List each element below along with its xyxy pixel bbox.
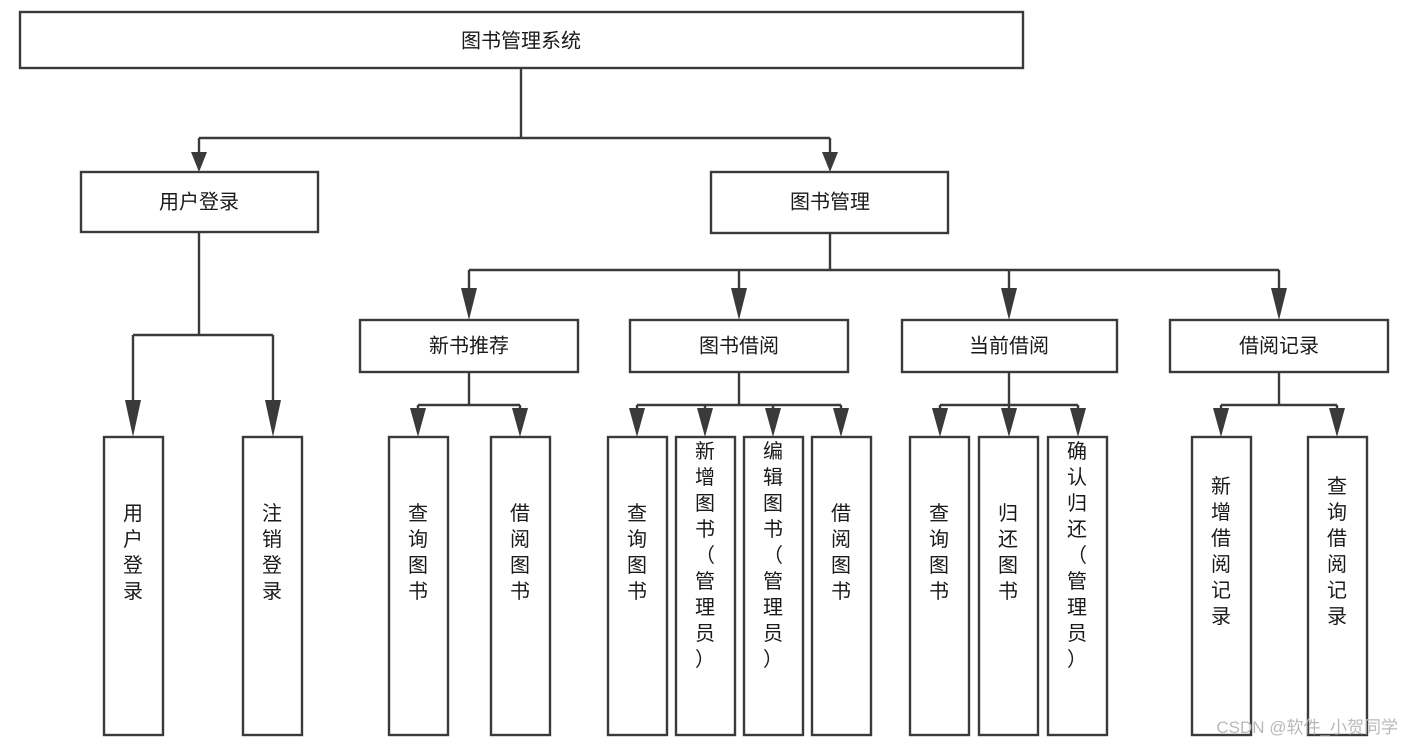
arrow-head-leaf-query-record	[1329, 408, 1345, 437]
node-leaf-add-record-box[interactable]	[1190, 435, 1253, 737]
arrow-head-leaf-confirm-return	[1070, 408, 1086, 437]
node-leaf-query-book-3-label: 查询图书	[929, 502, 949, 603]
node-book-borrow[interactable]: 图书借阅	[628, 318, 850, 374]
node-leaf-logout-login[interactable]: 注销登录	[241, 435, 304, 737]
node-leaf-borrow-book-2-label: 借阅图书	[831, 502, 851, 603]
node-leaf-add-book-label: 新增图书（管理员）	[695, 440, 715, 671]
arrow-head-leaf-add-record	[1213, 408, 1229, 437]
node-book-manage-box[interactable]	[709, 170, 950, 235]
node-leaf-add-book[interactable]: 新增图书（管理员）	[674, 435, 737, 737]
node-book-borrow-label: 图书借阅	[699, 334, 779, 357]
node-new-book-recommend[interactable]: 新书推荐	[358, 318, 580, 374]
connector-layer	[125, 68, 1345, 437]
node-leaf-query-book-2-label: 查询图书	[627, 502, 647, 603]
node-leaf-borrow-book-1-box[interactable]	[489, 435, 552, 737]
node-leaf-add-record[interactable]: 新增借阅记录	[1190, 435, 1253, 737]
node-leaf-add-book-box[interactable]	[674, 435, 737, 737]
arrow-head-leaf-logout-login	[265, 400, 281, 437]
arrow-head-leaf-query-book-2	[629, 408, 645, 437]
node-leaf-edit-book-box[interactable]	[742, 435, 805, 737]
node-user-login-box[interactable]	[79, 170, 320, 234]
node-root-label: 图书管理系统	[461, 29, 581, 52]
node-root[interactable]: 图书管理系统	[18, 10, 1025, 70]
node-leaf-borrow-book-2-box[interactable]	[810, 435, 873, 737]
arrow-head-leaf-edit-book	[765, 408, 781, 437]
node-leaf-query-book-3-box[interactable]	[908, 435, 971, 737]
node-leaf-add-record-label: 新增借阅记录	[1211, 475, 1231, 628]
csdn-watermark: CSDN @软件_小贺同学	[1216, 718, 1398, 737]
node-leaf-query-book-2[interactable]: 查询图书	[606, 435, 669, 737]
node-leaf-logout-login-box[interactable]	[241, 435, 304, 737]
node-leaf-query-book-3[interactable]: 查询图书	[908, 435, 971, 737]
node-leaf-borrow-book-1[interactable]: 借阅图书	[489, 435, 552, 737]
node-leaf-user-login-box[interactable]	[102, 435, 165, 737]
node-leaf-user-login-label: 用户登录	[123, 503, 143, 603]
node-leaf-query-book-1[interactable]: 查询图书	[387, 435, 450, 737]
arrow-head-borrow-record	[1271, 288, 1287, 320]
arrow-head-current-borrow	[1001, 288, 1017, 320]
node-new-book-recommend-label: 新书推荐	[429, 334, 509, 357]
node-leaf-edit-book[interactable]: 编辑图书（管理员）	[742, 435, 805, 737]
node-user-login-label: 用户登录	[159, 190, 239, 213]
node-current-borrow[interactable]: 当前借阅	[900, 318, 1119, 374]
arrow-head-new-book-recommend	[461, 288, 477, 320]
node-borrow-record-label: 借阅记录	[1239, 334, 1319, 357]
arrow-head-leaf-query-book-3	[932, 408, 948, 437]
node-leaf-query-record[interactable]: 查询借阅记录	[1306, 435, 1369, 737]
node-borrow-record[interactable]: 借阅记录	[1168, 318, 1390, 374]
node-root-box[interactable]	[18, 10, 1025, 70]
node-leaf-query-record-label: 查询借阅记录	[1327, 475, 1347, 628]
arrow-head-user-login	[191, 152, 207, 172]
node-leaf-confirm-return[interactable]: 确认归还（管理员）	[1046, 435, 1109, 737]
arrow-head-book-borrow	[731, 288, 747, 320]
node-leaf-borrow-book-2[interactable]: 借阅图书	[810, 435, 873, 737]
arrow-head-leaf-query-book-1	[410, 408, 426, 437]
node-leaf-edit-book-label: 编辑图书（管理员）	[763, 440, 783, 671]
node-leaf-logout-login-label: 注销登录	[262, 502, 282, 603]
node-book-borrow-box[interactable]	[628, 318, 850, 374]
arrow-head-book-manage	[822, 152, 838, 172]
arrow-head-leaf-user-login	[125, 400, 141, 437]
arrow-head-leaf-borrow-book-2	[833, 408, 849, 437]
node-leaf-query-book-1-label: 查询图书	[408, 502, 428, 603]
node-leaf-return-book-label: 归还图书	[998, 502, 1018, 603]
node-current-borrow-label: 当前借阅	[969, 334, 1049, 357]
node-leaf-return-book-box[interactable]	[977, 435, 1040, 737]
node-user-login[interactable]: 用户登录	[79, 170, 320, 234]
node-leaf-return-book[interactable]: 归还图书	[977, 435, 1040, 737]
node-leaf-confirm-return-label: 确认归还（管理员）	[1067, 440, 1087, 671]
node-leaf-borrow-book-1-label: 借阅图书	[510, 502, 530, 603]
node-borrow-record-box[interactable]	[1168, 318, 1390, 374]
node-book-manage[interactable]: 图书管理	[709, 170, 950, 235]
node-leaf-query-record-box[interactable]	[1306, 435, 1369, 737]
node-leaf-user-login[interactable]: 用户登录	[102, 435, 165, 737]
node-leaf-query-book-1-box[interactable]	[387, 435, 450, 737]
node-new-book-recommend-box[interactable]	[358, 318, 580, 374]
node-leaf-confirm-return-box[interactable]	[1046, 435, 1109, 737]
arrow-head-leaf-return-book	[1001, 408, 1017, 437]
arrow-head-leaf-add-book	[697, 408, 713, 437]
node-book-manage-label: 图书管理	[790, 190, 870, 213]
node-current-borrow-box[interactable]	[900, 318, 1119, 374]
arrow-head-leaf-borrow-book-1	[512, 408, 528, 437]
node-leaf-query-book-2-box[interactable]	[606, 435, 669, 737]
